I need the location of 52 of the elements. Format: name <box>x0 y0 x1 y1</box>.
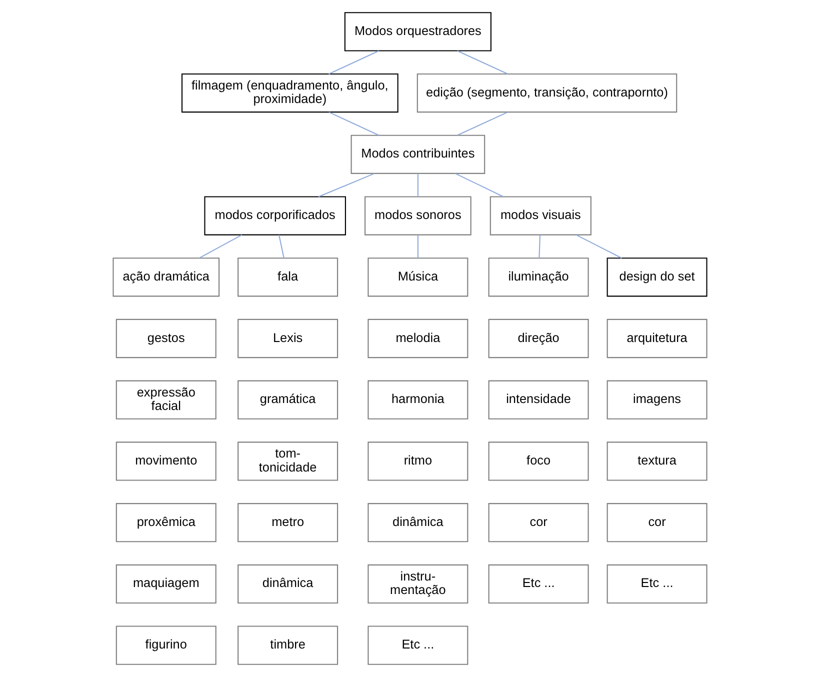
node-box: modos corporificados <box>204 196 346 236</box>
node-box: Modos orquestradores <box>344 12 491 52</box>
node-box: proxêmica <box>115 503 216 542</box>
node-box: harmonia <box>367 380 468 420</box>
node-box: imagens <box>606 380 707 420</box>
node-box: design do set <box>606 258 707 297</box>
node-box: modos sonoros <box>364 196 471 236</box>
node-box: filmagem (enquadramento, ângulo, proximidade) <box>180 73 398 113</box>
connector <box>416 234 418 258</box>
node-box: iluminação <box>488 258 588 297</box>
connector <box>454 173 504 198</box>
node-box: dinâmica <box>367 503 468 542</box>
node-box: instru- mentação <box>367 564 468 604</box>
node-box: fala <box>237 258 338 297</box>
node-box: direção <box>488 318 588 358</box>
node-box: modos visuais <box>489 196 591 236</box>
node-box: foco <box>488 442 588 481</box>
node-box: cor <box>606 503 707 542</box>
node-box: Etc ... <box>606 564 707 604</box>
node-box: movimento <box>115 442 216 481</box>
node-box: gramática <box>237 380 338 420</box>
node-box: ação dramática <box>112 258 220 297</box>
node-box: Música <box>367 258 468 297</box>
node-box: Etc ... <box>367 626 468 665</box>
connector <box>575 234 622 259</box>
node-box: dinâmica <box>237 564 338 604</box>
connector <box>328 50 379 74</box>
node-box: Etc ... <box>488 564 588 604</box>
node-box: edição (segmento, transição, contrapornto) <box>416 73 677 113</box>
node-box: timbre <box>237 626 338 665</box>
node-box: arquitetura <box>606 318 707 358</box>
connector <box>278 234 284 258</box>
connector <box>538 234 540 258</box>
node-box: gestos <box>115 318 216 358</box>
node-box: expressão facial <box>115 380 216 420</box>
node-box: melodia <box>367 318 468 358</box>
connector <box>198 234 242 259</box>
node-box: textura <box>606 442 707 481</box>
connector <box>318 173 374 198</box>
node-box: figurino <box>115 626 216 665</box>
node-box: metro <box>237 503 338 542</box>
node-box: maquiagem <box>115 564 216 604</box>
connector <box>416 174 418 197</box>
node-box: ritmo <box>367 442 468 481</box>
connector <box>328 112 379 136</box>
node-box: Lexis <box>237 318 338 358</box>
connector <box>456 50 508 74</box>
node-box: tom- tonicidade <box>237 442 338 481</box>
node-box: cor <box>488 503 588 542</box>
node-box: intensidade <box>488 380 588 420</box>
connector <box>456 112 508 136</box>
node-box: Modos contribuintes <box>350 134 485 174</box>
